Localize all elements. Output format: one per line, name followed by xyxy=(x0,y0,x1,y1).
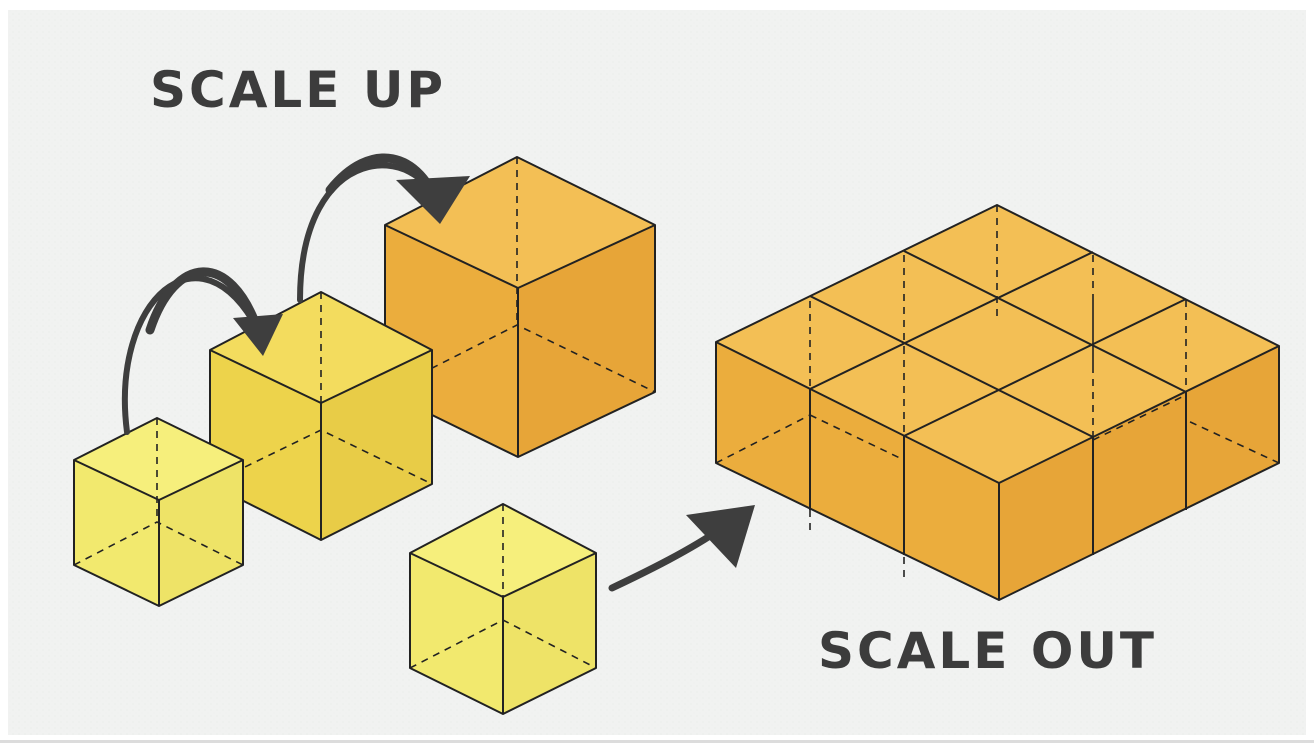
small-cube xyxy=(73,417,244,607)
scale-out-arrow xyxy=(608,505,755,592)
medium-cube xyxy=(209,291,433,541)
scale-up-arrow-2 xyxy=(297,153,470,303)
cube-cluster xyxy=(715,204,1280,601)
scale-up-title: SCALE UP xyxy=(150,61,446,119)
single-cube xyxy=(409,503,597,715)
scale-up-arrow-1 xyxy=(121,267,283,435)
scale-out-title: SCALE OUT xyxy=(818,622,1157,680)
